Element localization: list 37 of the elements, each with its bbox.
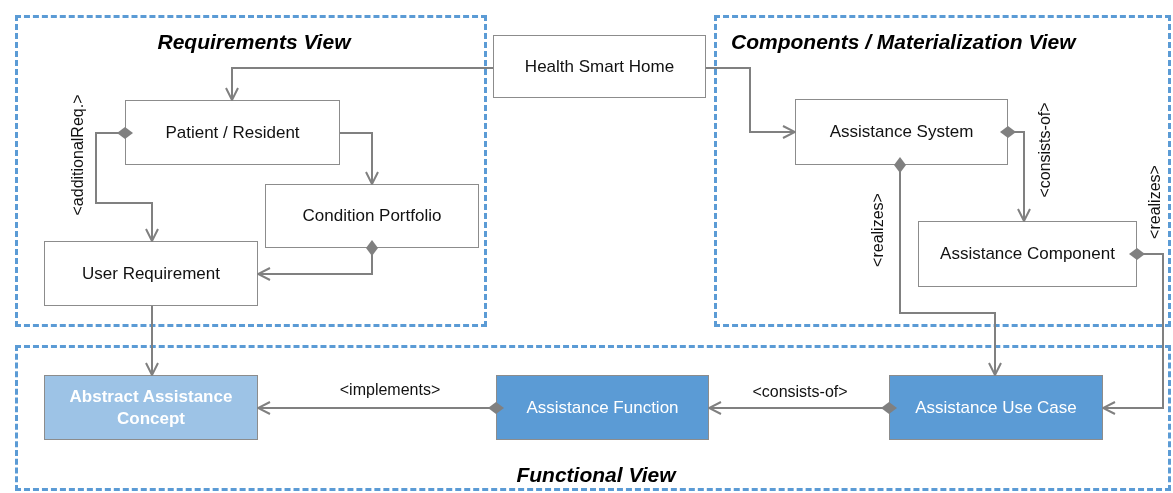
- class-box: [44, 375, 258, 440]
- connector-arrow: [95, 127, 159, 242]
- view-region: [15, 345, 1171, 491]
- connector-arrow: [894, 157, 1002, 376]
- view-title: Components / Materialization View: [731, 30, 1076, 54]
- class-box: [265, 184, 479, 248]
- connector-arrow: [257, 240, 378, 281]
- class-box: [496, 375, 709, 440]
- class-name: Assistance Component: [939, 243, 1116, 265]
- class-name: Abstract Assistance Concept: [68, 386, 234, 429]
- class-name: Assistance Use Case: [914, 396, 1078, 419]
- class-box: [125, 100, 340, 165]
- class-box: [795, 99, 1008, 165]
- class-box: [889, 375, 1103, 440]
- class-name: User Requirement: [81, 262, 221, 285]
- class-name: Condition Portfolio: [301, 205, 443, 227]
- connector-arrow: [705, 67, 796, 139]
- edge-label: <implements>: [337, 381, 443, 399]
- class-box: [918, 221, 1137, 287]
- view-region: [15, 15, 487, 327]
- class-name: Patient / Resident: [164, 121, 301, 144]
- class-name: Assistance System: [828, 121, 975, 143]
- connector-arrow: [257, 401, 504, 415]
- class-box: [493, 35, 706, 98]
- connector-arrow: [708, 401, 897, 415]
- connector-arrow: [1102, 248, 1164, 415]
- view-title: Requirements View: [157, 30, 351, 54]
- edge-label: <additionalReq.>: [69, 92, 87, 218]
- connector-arrow: [339, 132, 379, 185]
- class-name: Health Smart Home: [523, 55, 676, 78]
- view-region: [714, 15, 1171, 327]
- connector-arrow: [145, 305, 159, 376]
- connector-arrow: [1000, 126, 1031, 222]
- class-box: [44, 241, 258, 306]
- class-name: Assistance Function: [525, 396, 680, 419]
- connector-arrow: [225, 67, 494, 101]
- view-title: Functional View: [516, 463, 676, 487]
